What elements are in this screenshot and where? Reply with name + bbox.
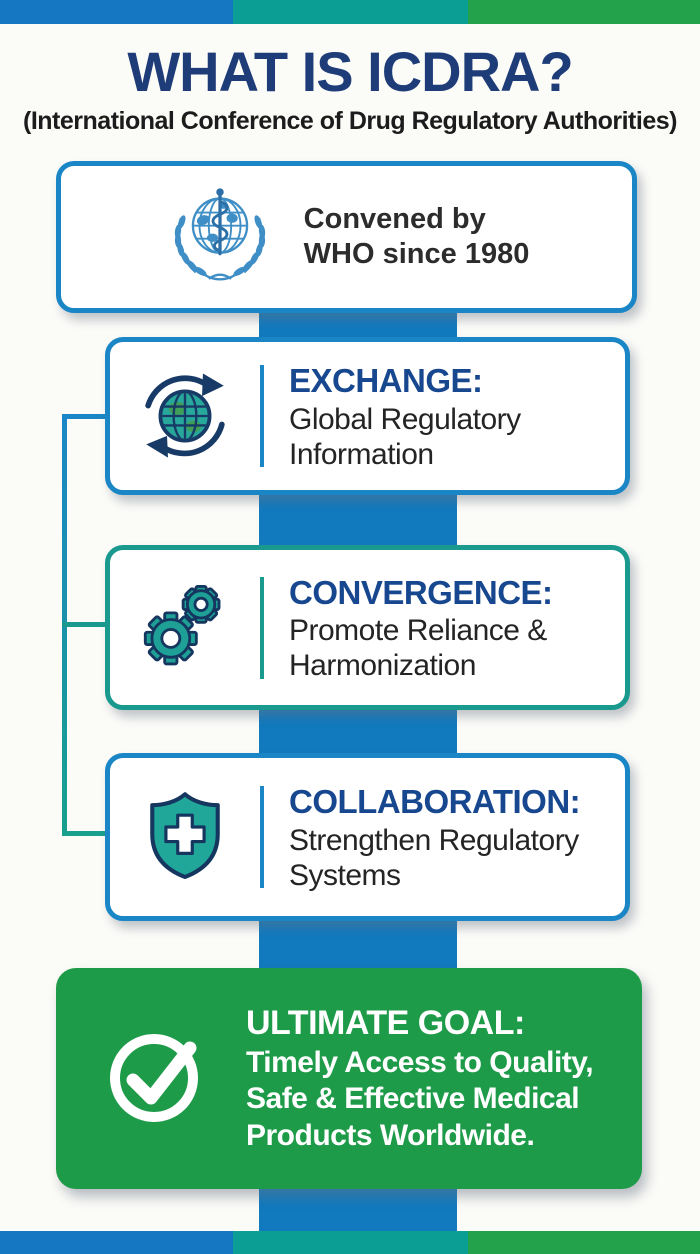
bottom-bar-blue-segment (0, 1231, 233, 1254)
who-card-line2: WHO since 1980 (303, 238, 530, 270)
collaboration-line1: Strengthen Regulatory (289, 823, 579, 857)
exchange-card-divider (260, 365, 264, 467)
collaboration-card-divider (260, 786, 264, 888)
collaboration-heading: COLLABORATION: (289, 783, 581, 821)
ultimate-goal-text: ULTIMATE GOAL: Timely Access to Quality,… (246, 1002, 594, 1154)
page-subtitle: (International Conference of Drug Regula… (23, 107, 677, 135)
page-title: WHAT IS ICDRA? (127, 40, 573, 103)
ultimate-goal-line1: Timely Access to Quality, (246, 1045, 594, 1079)
convergence-heading: CONVERGENCE: (289, 573, 553, 611)
convergence-card-divider (260, 576, 264, 679)
exchange-card-text: EXCHANGE: Global Regulatory Information (289, 360, 521, 471)
bottom-color-bar (0, 1231, 700, 1254)
exchange-heading: EXCHANGE: (289, 362, 483, 400)
top-color-bar (0, 0, 700, 24)
convergence-line2: Harmonization (289, 649, 476, 683)
check-circle-icon (100, 1021, 210, 1136)
bracket-stub-convergence (62, 622, 110, 627)
exchange-line1: Global Regulatory (289, 402, 521, 436)
exchange-line2: Information (289, 437, 434, 471)
shield-cross-icon (110, 787, 260, 887)
bottom-bar-teal-segment (233, 1231, 468, 1254)
ultimate-goal-heading: ULTIMATE GOAL: (246, 1004, 525, 1043)
who-logo-icon (164, 177, 276, 298)
ultimate-goal-line2: Safe & Effective Medical (246, 1082, 580, 1116)
top-bar-teal-segment (233, 0, 468, 24)
ultimate-goal-card: ULTIMATE GOAL: Timely Access to Quality,… (56, 968, 642, 1189)
gears-icon (110, 576, 260, 680)
top-bar-green-segment (468, 0, 700, 24)
ultimate-goal-line3: Products Worldwide. (246, 1119, 535, 1153)
collaboration-card-text: COLLABORATION: Strengthen Regulatory Sys… (289, 781, 581, 892)
convergence-card-text: CONVERGENCE: Promote Reliance & Harmoniz… (289, 572, 553, 683)
who-card: Convened by WHO since 1980 (56, 161, 637, 313)
top-bar-blue-segment (0, 0, 233, 24)
bottom-bar-green-segment (468, 1231, 700, 1254)
who-card-text: Convened by WHO since 1980 (304, 202, 530, 272)
collaboration-line2: Systems (289, 858, 401, 892)
bracket-stub-exchange (62, 414, 110, 419)
bracket-stub-collaboration (62, 831, 110, 836)
globe-exchange-icon (110, 364, 260, 468)
exchange-card: EXCHANGE: Global Regulatory Information (105, 337, 630, 495)
collaboration-card: COLLABORATION: Strengthen Regulatory Sys… (105, 753, 630, 921)
convergence-line1: Promote Reliance & (289, 614, 547, 648)
convergence-card: CONVERGENCE: Promote Reliance & Harmoniz… (105, 545, 630, 710)
who-card-line1: Convened by (303, 203, 486, 236)
